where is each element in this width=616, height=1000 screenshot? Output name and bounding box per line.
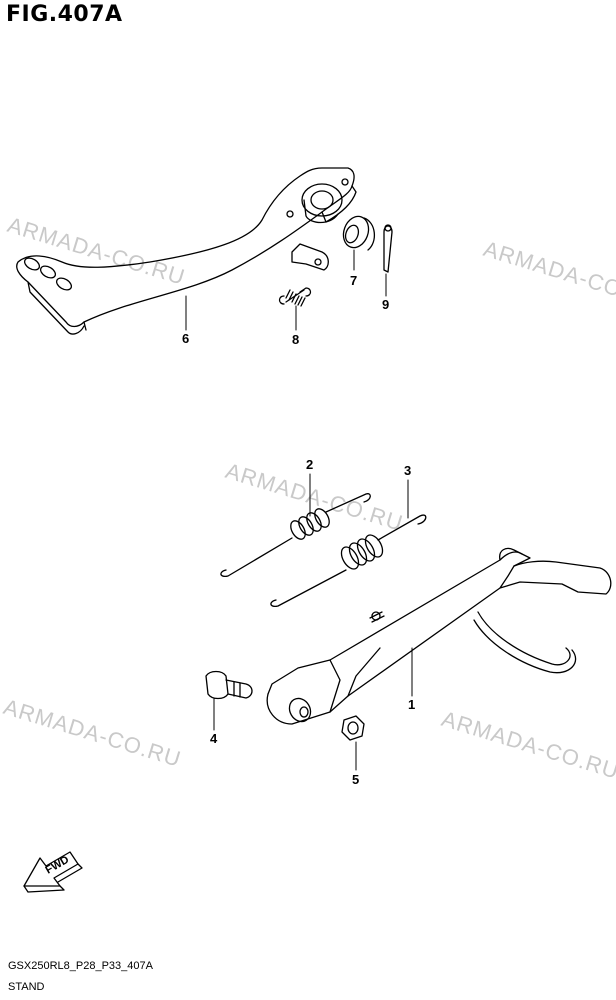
callout-4: 4 [210, 731, 218, 746]
stand-spring-lower [270, 514, 427, 608]
callout-8: 8 [292, 332, 300, 347]
washer [342, 215, 375, 251]
callout-9: 9 [382, 297, 390, 312]
figure-code: GSX250RL8_P28_P33_407A [8, 960, 153, 972]
callout-1: 1 [408, 697, 416, 712]
forward-direction-arrow: FWD [23, 851, 83, 893]
cotter-pin [383, 224, 393, 273]
figure-name: STAND [8, 981, 45, 993]
callout-7: 7 [350, 273, 358, 288]
stand-spring-upper [220, 493, 371, 578]
callout-6: 6 [182, 331, 190, 346]
callout-3: 3 [404, 463, 412, 478]
pedal-return-spring [278, 287, 312, 307]
nut [341, 715, 365, 741]
pivot-bolt [205, 670, 253, 700]
figure-title: FIG.407A [6, 2, 123, 27]
callout-5: 5 [352, 772, 360, 787]
callout-2: 2 [306, 457, 314, 472]
leader-lines [185, 249, 413, 771]
side-stand [266, 547, 612, 725]
brake-pedal-lever [16, 167, 357, 335]
